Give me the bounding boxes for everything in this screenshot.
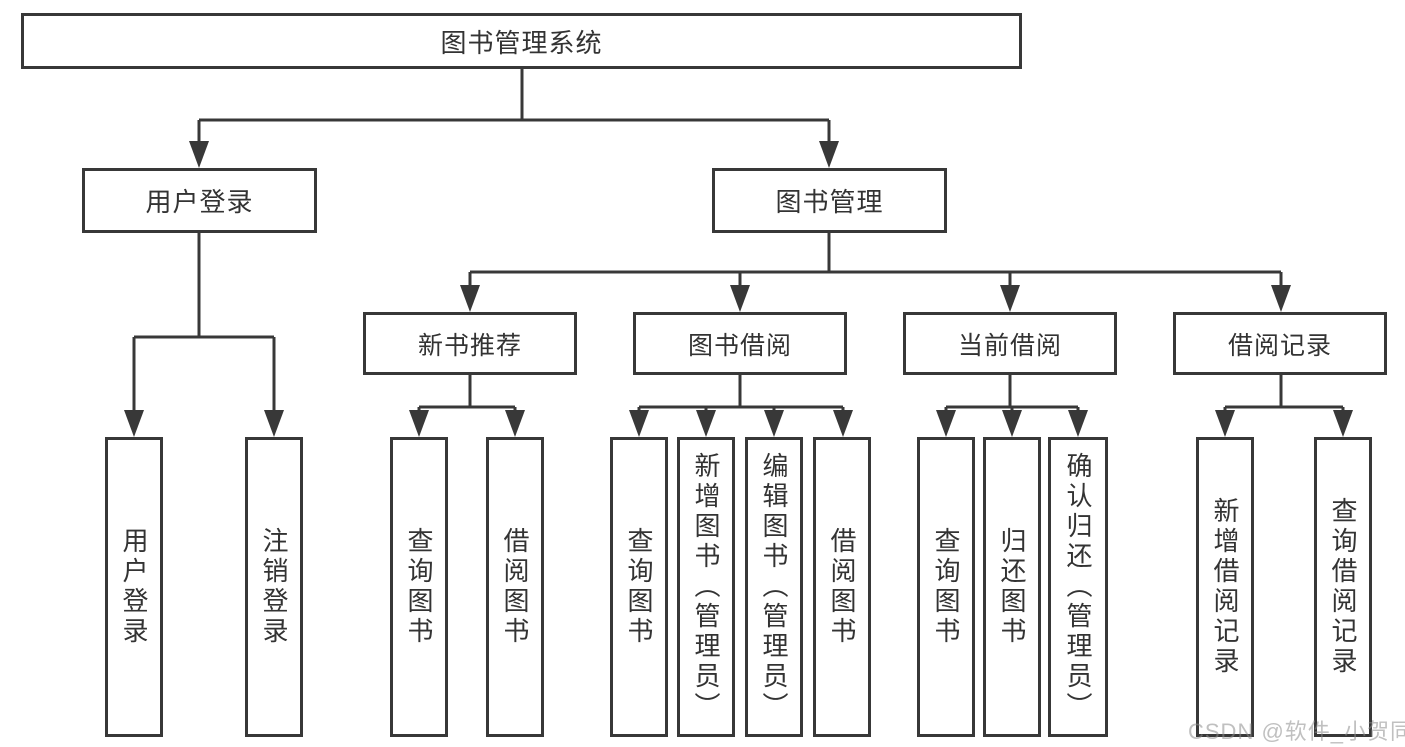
- node-user-login: 用户登录: [82, 168, 317, 233]
- leaf-user-login: 用户登录: [105, 437, 163, 737]
- leaf-query-books-borrowing-label: 查询图书: [624, 527, 654, 647]
- node-book-management: 图书管理: [712, 168, 947, 233]
- leaf-borrow-books-recommend-label: 借阅图书: [500, 527, 530, 647]
- leaf-borrow-books: 借阅图书: [813, 437, 871, 737]
- leaf-confirm-return-admin: 确认归还（管理员）: [1048, 437, 1108, 737]
- leaf-query-books-borrowing: 查询图书: [610, 437, 668, 737]
- leaf-add-borrow-record: 新增借阅记录: [1196, 437, 1254, 737]
- leaf-edit-books-admin: 编辑图书（管理员）: [745, 437, 803, 737]
- leaf-query-books-recommend: 查询图书: [390, 437, 448, 737]
- leaf-return-books-label: 归还图书: [997, 527, 1027, 647]
- connector-paths: [132, 69, 1345, 411]
- leaf-add-books-admin: 新增图书（管理员）: [677, 437, 735, 737]
- arrowheads: [124, 141, 1353, 437]
- leaf-query-borrow-record-label: 查询借阅记录: [1328, 497, 1358, 677]
- leaf-add-borrow-record-label: 新增借阅记录: [1210, 497, 1240, 677]
- node-new-book-recommendation: 新书推荐: [363, 312, 577, 375]
- node-book-borrowing: 图书借阅: [633, 312, 847, 375]
- leaf-return-books: 归还图书: [983, 437, 1041, 737]
- node-library-management-system: 图书管理系统: [21, 13, 1022, 69]
- leaf-user-login-label: 用户登录: [119, 527, 149, 647]
- leaf-query-borrow-record: 查询借阅记录: [1314, 437, 1372, 737]
- leaf-borrow-books-recommend: 借阅图书: [486, 437, 544, 737]
- leaf-query-books-current-label: 查询图书: [931, 527, 961, 647]
- node-borrowing-records: 借阅记录: [1173, 312, 1387, 375]
- node-current-borrowing: 当前借阅: [903, 312, 1117, 375]
- leaf-borrow-books-label: 借阅图书: [827, 527, 857, 647]
- leaf-confirm-return-admin-label: 确认归还（管理员）: [1063, 452, 1093, 722]
- leaf-edit-books-admin-label: 编辑图书（管理员）: [759, 452, 789, 722]
- leaf-add-books-admin-label: 新增图书（管理员）: [691, 452, 721, 722]
- leaf-logout-label: 注销登录: [259, 527, 289, 647]
- csdn-watermark: CSDN @软件_小贺同学: [1188, 719, 1405, 744]
- leaf-query-books-recommend-label: 查询图书: [404, 527, 434, 647]
- leaf-logout: 注销登录: [245, 437, 303, 737]
- leaf-query-books-current: 查询图书: [917, 437, 975, 737]
